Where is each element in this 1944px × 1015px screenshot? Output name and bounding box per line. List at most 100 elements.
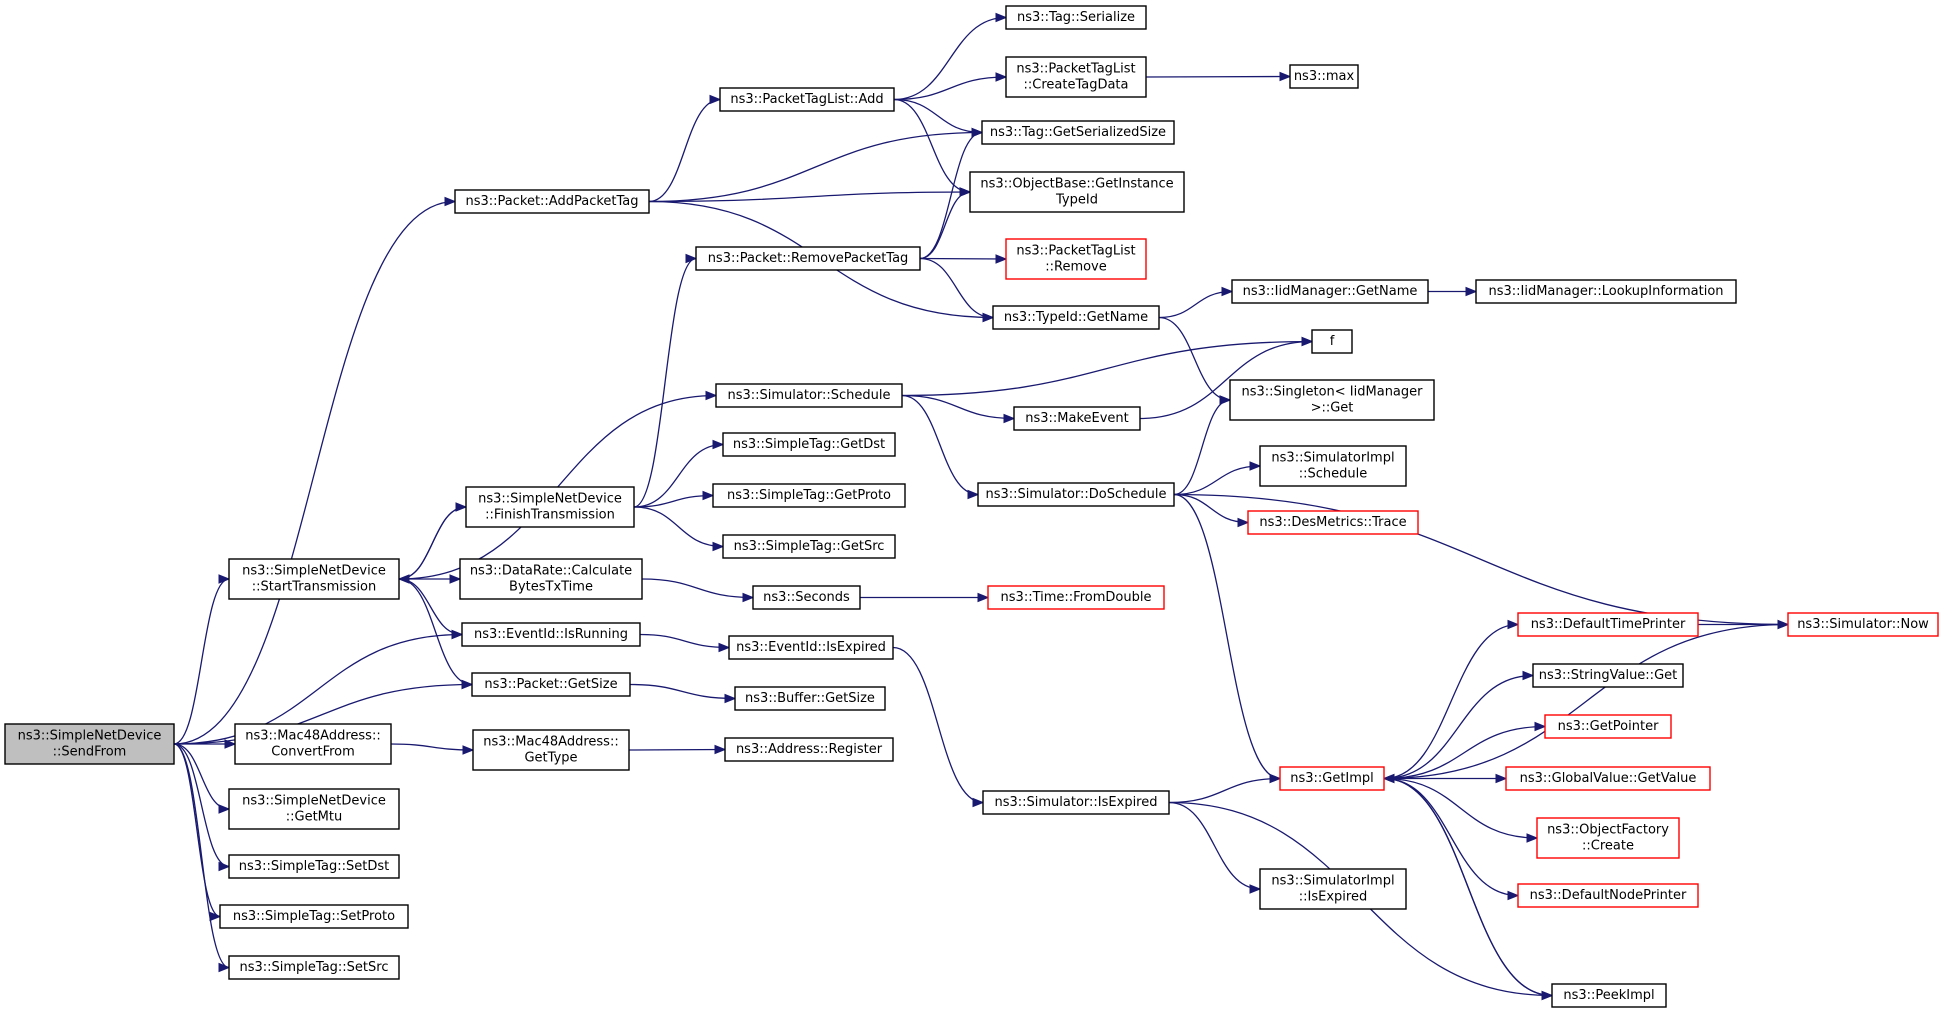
node-box[interactable] bbox=[1517, 612, 1699, 637]
node-box[interactable] bbox=[982, 790, 1170, 815]
node-box[interactable] bbox=[728, 635, 894, 660]
node-defnode[interactable]: ns3::DefaultNodePrinter bbox=[1517, 883, 1699, 908]
node-box[interactable] bbox=[969, 171, 1185, 213]
node-simimplsched[interactable]: ns3::SimulatorImpl::Schedule bbox=[1259, 445, 1407, 487]
node-box[interactable] bbox=[4, 723, 175, 765]
node-box[interactable] bbox=[1532, 663, 1684, 688]
node-removepkt[interactable]: ns3::Packet::RemovePacketTag bbox=[695, 246, 921, 271]
node-getimpl[interactable]: ns3::GetImpl bbox=[1279, 766, 1385, 791]
node-ptladd[interactable]: ns3::PacketTagList::Add bbox=[719, 87, 895, 112]
node-deftime[interactable]: ns3::DefaultTimePrinter bbox=[1517, 612, 1699, 637]
node-isrunning[interactable]: ns3::EventId::IsRunning bbox=[461, 622, 641, 647]
node-addrreg[interactable]: ns3::Address::Register bbox=[724, 737, 894, 762]
node-getpointer[interactable]: ns3::GetPointer bbox=[1544, 714, 1672, 739]
node-box[interactable] bbox=[228, 788, 400, 830]
node-box[interactable] bbox=[695, 246, 921, 271]
node-addpackettag[interactable]: ns3::Packet::AddPacketTag bbox=[454, 189, 650, 214]
node-box[interactable] bbox=[1259, 445, 1407, 487]
node-box[interactable] bbox=[1536, 817, 1680, 859]
node-box[interactable] bbox=[724, 737, 894, 762]
node-seconds[interactable]: ns3::Seconds bbox=[752, 585, 861, 610]
node-desmetrics[interactable]: ns3::DesMetrics::Trace bbox=[1247, 510, 1419, 535]
node-finishtx[interactable]: ns3::SimpleNetDevice::FinishTransmission bbox=[465, 486, 635, 528]
node-bufgetsize[interactable]: ns3::Buffer::GetSize bbox=[734, 686, 886, 711]
node-box[interactable] bbox=[1551, 983, 1667, 1008]
node-box[interactable] bbox=[1013, 406, 1141, 431]
node-box[interactable] bbox=[992, 305, 1160, 330]
node-box[interactable] bbox=[234, 723, 392, 765]
node-setsrc[interactable]: ns3::SimpleTag::SetSrc bbox=[228, 955, 400, 980]
node-box[interactable] bbox=[465, 486, 635, 528]
node-mactype[interactable]: ns3::Mac48Address::GetType bbox=[472, 729, 630, 771]
node-objfactory[interactable]: ns3::ObjectFactory::Create bbox=[1536, 817, 1680, 859]
node-box[interactable] bbox=[1505, 766, 1711, 791]
node-convertfrom[interactable]: ns3::Mac48Address::ConvertFrom bbox=[234, 723, 392, 765]
node-box[interactable] bbox=[981, 120, 1175, 145]
node-getsrc[interactable]: ns3::SimpleTag::GetSrc bbox=[722, 534, 896, 559]
node-getmtu[interactable]: ns3::SimpleNetDevice::GetMtu bbox=[228, 788, 400, 830]
node-box[interactable] bbox=[712, 483, 906, 508]
node-box[interactable] bbox=[1289, 64, 1359, 89]
node-getserial[interactable]: ns3::Tag::GetSerializedSize bbox=[981, 120, 1175, 145]
node-box[interactable] bbox=[1311, 329, 1353, 354]
node-box[interactable] bbox=[219, 904, 409, 929]
node-box[interactable] bbox=[471, 672, 631, 697]
node-box[interactable] bbox=[1247, 510, 1419, 535]
node-box[interactable] bbox=[734, 686, 886, 711]
node-box[interactable] bbox=[454, 189, 650, 214]
node-box[interactable] bbox=[722, 432, 896, 457]
node-box[interactable] bbox=[461, 622, 641, 647]
node-box[interactable] bbox=[1544, 714, 1672, 739]
node-tidgetname[interactable]: ns3::TypeId::GetName bbox=[992, 305, 1160, 330]
node-box[interactable] bbox=[472, 729, 630, 771]
node-starttx[interactable]: ns3::SimpleNetDevice::StartTransmission bbox=[228, 558, 400, 600]
node-strget[interactable]: ns3::StringValue::Get bbox=[1532, 663, 1684, 688]
node-doschedule[interactable]: ns3::Simulator::DoSchedule bbox=[977, 482, 1175, 507]
node-box[interactable] bbox=[228, 854, 400, 879]
node-getproto[interactable]: ns3::SimpleTag::GetProto bbox=[712, 483, 906, 508]
node-sendfrom[interactable]: ns3::SimpleNetDevice::SendFrom bbox=[4, 723, 175, 765]
node-box[interactable] bbox=[977, 482, 1175, 507]
node-box[interactable] bbox=[1005, 5, 1147, 30]
node-box[interactable] bbox=[752, 585, 861, 610]
node-box[interactable] bbox=[1279, 766, 1385, 791]
node-box[interactable] bbox=[1229, 379, 1435, 421]
node-simisexpired[interactable]: ns3::Simulator::IsExpired bbox=[982, 790, 1170, 815]
node-isexpired[interactable]: ns3::EventId::IsExpired bbox=[728, 635, 894, 660]
node-f[interactable]: f bbox=[1311, 329, 1353, 354]
node-simimplexp[interactable]: ns3::SimulatorImpl::IsExpired bbox=[1259, 868, 1407, 910]
node-makeevent[interactable]: ns3::MakeEvent bbox=[1013, 406, 1141, 431]
node-box[interactable] bbox=[1005, 56, 1147, 98]
node-max[interactable]: ns3::max bbox=[1289, 64, 1359, 89]
node-peekimpl[interactable]: ns3::PeekImpl bbox=[1551, 983, 1667, 1008]
node-pktgetsize[interactable]: ns3::Packet::GetSize bbox=[471, 672, 631, 697]
node-box[interactable] bbox=[1475, 279, 1737, 304]
node-setproto[interactable]: ns3::SimpleTag::SetProto bbox=[219, 904, 409, 929]
node-box[interactable] bbox=[715, 383, 903, 408]
node-box[interactable] bbox=[228, 955, 400, 980]
node-lookup[interactable]: ns3::IidManager::LookupInformation bbox=[1475, 279, 1737, 304]
node-box[interactable] bbox=[1787, 612, 1939, 637]
node-getdst[interactable]: ns3::SimpleTag::GetDst bbox=[722, 432, 896, 457]
node-gvgetvalue[interactable]: ns3::GlobalValue::GetValue bbox=[1505, 766, 1711, 791]
node-serialize[interactable]: ns3::Tag::Serialize bbox=[1005, 5, 1147, 30]
node-setdst[interactable]: ns3::SimpleTag::SetDst bbox=[228, 854, 400, 879]
node-createtag[interactable]: ns3::PacketTagList::CreateTagData bbox=[1005, 56, 1147, 98]
node-box[interactable] bbox=[1517, 883, 1699, 908]
node-schedule[interactable]: ns3::Simulator::Schedule bbox=[715, 383, 903, 408]
node-simnow[interactable]: ns3::Simulator::Now bbox=[1787, 612, 1939, 637]
node-iidgetname[interactable]: ns3::IidManager::GetName bbox=[1231, 279, 1429, 304]
node-box[interactable] bbox=[228, 558, 400, 600]
node-ptlremove[interactable]: ns3::PacketTagList::Remove bbox=[1005, 238, 1147, 280]
node-singleton[interactable]: ns3::Singleton< IidManager >::Get bbox=[1229, 379, 1435, 421]
node-box[interactable] bbox=[1259, 868, 1407, 910]
node-box[interactable] bbox=[459, 558, 643, 600]
node-box[interactable] bbox=[1231, 279, 1429, 304]
node-box[interactable] bbox=[719, 87, 895, 112]
node-box[interactable] bbox=[1005, 238, 1147, 280]
node-fromdouble[interactable]: ns3::Time::FromDouble bbox=[987, 585, 1165, 610]
node-box[interactable] bbox=[987, 585, 1165, 610]
node-box[interactable] bbox=[722, 534, 896, 559]
